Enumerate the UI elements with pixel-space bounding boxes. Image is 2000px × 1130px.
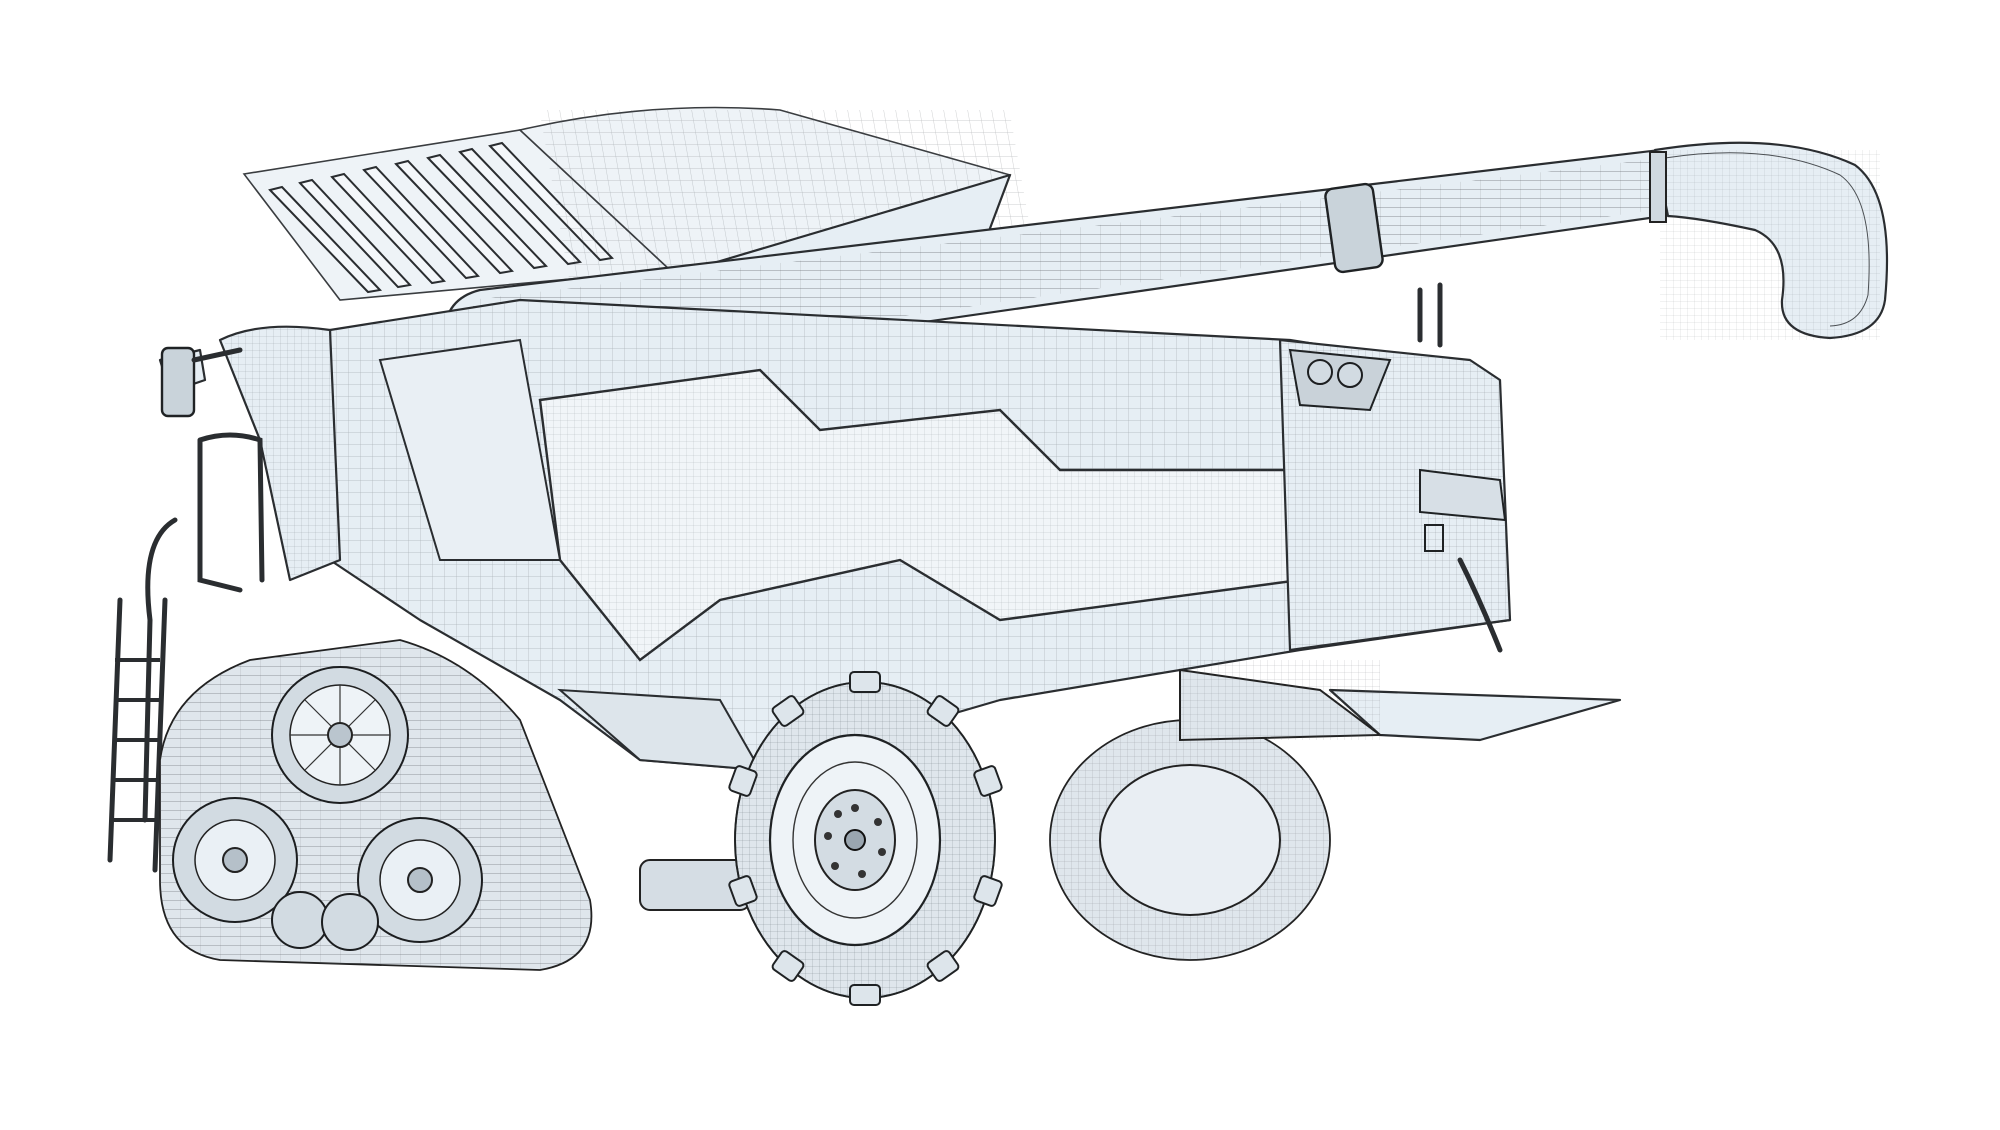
grain-tank: [242, 106, 1041, 302]
track-system: [159, 639, 751, 971]
track-idler-front: [172, 797, 298, 923]
chaff-spreader: [1179, 557, 1622, 742]
rear-wheel-near: [728, 671, 1003, 1006]
mirror: [160, 346, 196, 418]
track-roller-2: [321, 893, 379, 951]
rear-wheel-far: [1049, 719, 1331, 961]
track-drive-wheel: [271, 666, 409, 804]
cab: [158, 325, 342, 582]
track-roller-1: [271, 891, 329, 949]
track-idler-rear: [357, 817, 483, 943]
work-light-left: [1307, 359, 1333, 385]
work-light-right: [1337, 362, 1363, 388]
engine-housing: [1278, 282, 1512, 652]
ladder: [107, 432, 265, 873]
